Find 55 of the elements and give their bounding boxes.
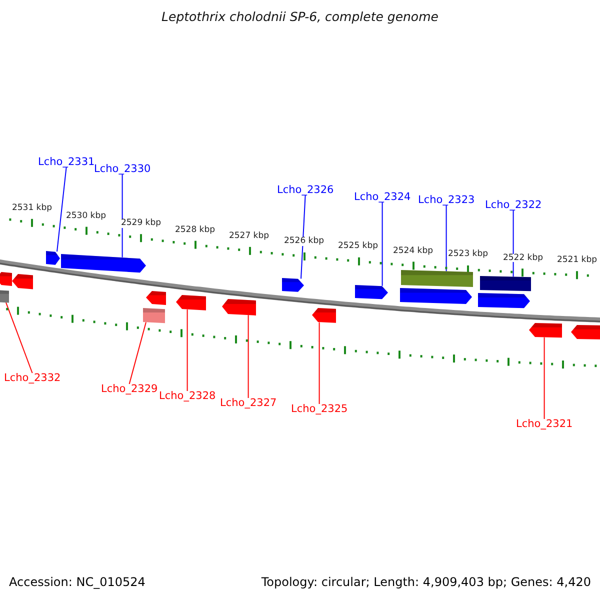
accession-text: Accession: NC_010524 [9,576,146,588]
scale-label: 2526 kbp [284,237,324,246]
map-title: Leptothrix cholodnii SP-6, complete genome [160,11,440,24]
gene-label: Lcho_2330 [94,164,151,174]
leader-line [446,205,447,272]
leader-line [382,202,383,286]
scale-label: 2522 kbp [502,254,544,262]
genome-summary-text: Topology: circular; Length: 4,909,403 bp; Genes: 4,420 [261,576,591,588]
leader-line [6,302,33,374]
gene-label: Lcho_2329 [101,384,158,394]
gene-label: Lcho_2327 [220,398,277,408]
gene-label: Lcho_2324 [354,192,411,202]
gene-bar [143,308,165,324]
gene-feature [282,278,304,292]
gene-feature [222,299,256,316]
leader-line [300,195,306,280]
gene-bar [480,276,531,292]
gene-feature [529,323,562,338]
scale-label: 2524 kbp [392,246,434,256]
gene-label: Lcho_2321 [516,419,573,430]
leader-line [512,210,514,278]
gene-feature [355,285,388,300]
scale-label: 2531 kbp [12,204,52,212]
gene-label: Lcho_2326 [277,185,334,196]
scale-label: 2529 kbp [120,219,162,228]
scale-label: 2525 kbp [338,242,378,251]
leader-line [186,309,188,392]
gene-label: Lcho_2328 [159,391,216,402]
gene-feature [176,295,206,310]
leader-line [128,322,146,384]
gene-label: Lcho_2323 [418,195,475,206]
gene-bar [401,270,473,287]
leader-line [56,167,67,252]
gene-label: Lcho_2322 [485,200,542,210]
gene-feature [400,288,472,304]
gene-bar [0,290,9,303]
leader-line [318,322,320,404]
scale-label: 2528 kbp [174,226,216,234]
gene-feature [478,293,530,308]
gene-feature [312,308,336,323]
gene-feature [12,274,33,290]
scale-label: 2527 kbp [228,232,270,240]
gene-label: Lcho_2332 [4,373,61,384]
gene-feature [571,325,600,340]
gene-feature [146,291,166,305]
leader-line [122,174,123,258]
gene-feature [46,251,60,265]
gene-feature [0,272,12,286]
gene-label: Lcho_2331 [38,157,95,168]
gene-label: Lcho_2325 [291,404,348,414]
scale-label: 2530 kbp [66,212,106,220]
scale-label: 2523 kbp [448,250,488,259]
scale-label: 2521 kbp [556,256,598,265]
leader-line [544,336,545,420]
leader-line [248,314,249,398]
